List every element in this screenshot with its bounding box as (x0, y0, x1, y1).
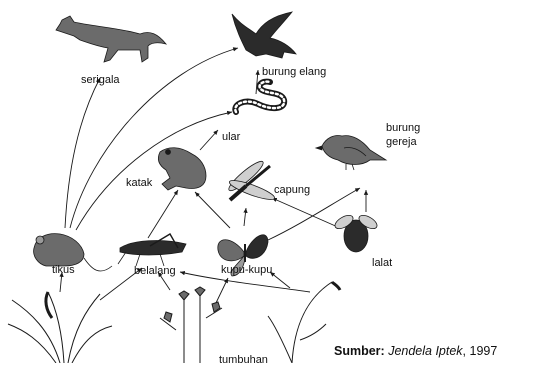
arrow-tikus-serigala (65, 78, 100, 228)
arrow-tumbuhan2-kupu (270, 272, 290, 288)
belalang-illustration (118, 234, 186, 266)
burung-elang-illustration (232, 12, 296, 58)
tumbuhan-illustration (8, 282, 340, 363)
label-burung-gereja-line1: burung (386, 122, 420, 134)
source-year: , 1997 (463, 344, 498, 358)
label-belalang: belalang (134, 265, 176, 277)
katak-illustration (158, 148, 206, 190)
arrow-kupu-katak (195, 192, 230, 228)
label-katak: katak (126, 177, 152, 189)
capung-illustration (226, 158, 276, 203)
arrow-belalang-katak (148, 190, 178, 238)
label-serigala: serigala (81, 74, 120, 86)
label-lalat: lalat (372, 257, 392, 269)
source-title: Jendela Iptek (388, 344, 462, 358)
burung-gereja-illustration (316, 135, 386, 170)
arrow-ular-elang (256, 70, 258, 94)
label-tumbuhan: tumbuhan (219, 354, 268, 366)
label-capung: capung (274, 184, 310, 196)
arrow-lalat-capung (272, 198, 340, 228)
label-ular: ular (222, 131, 240, 143)
serigala-illustration (56, 16, 166, 62)
arrow-tumbuhan-kupu (215, 278, 228, 305)
arrow-tikus-ular (76, 112, 232, 230)
arrow-kupu-capung (244, 208, 246, 226)
source-label: Sumber: (334, 344, 385, 358)
lalat-illustration (333, 213, 379, 252)
label-burung-elang: burung elang (262, 66, 326, 78)
label-kupu-kupu: kupu-kupu (221, 264, 272, 276)
label-tikus: tikus (52, 264, 75, 276)
source-caption: Sumber: Jendela Iptek, 1997 (334, 344, 497, 358)
ular-illustration (235, 82, 284, 112)
arrow-katak-ular (200, 130, 218, 150)
energy-flow-arrows (60, 48, 366, 305)
label-burung-gereja-line2: gereja (386, 136, 417, 148)
